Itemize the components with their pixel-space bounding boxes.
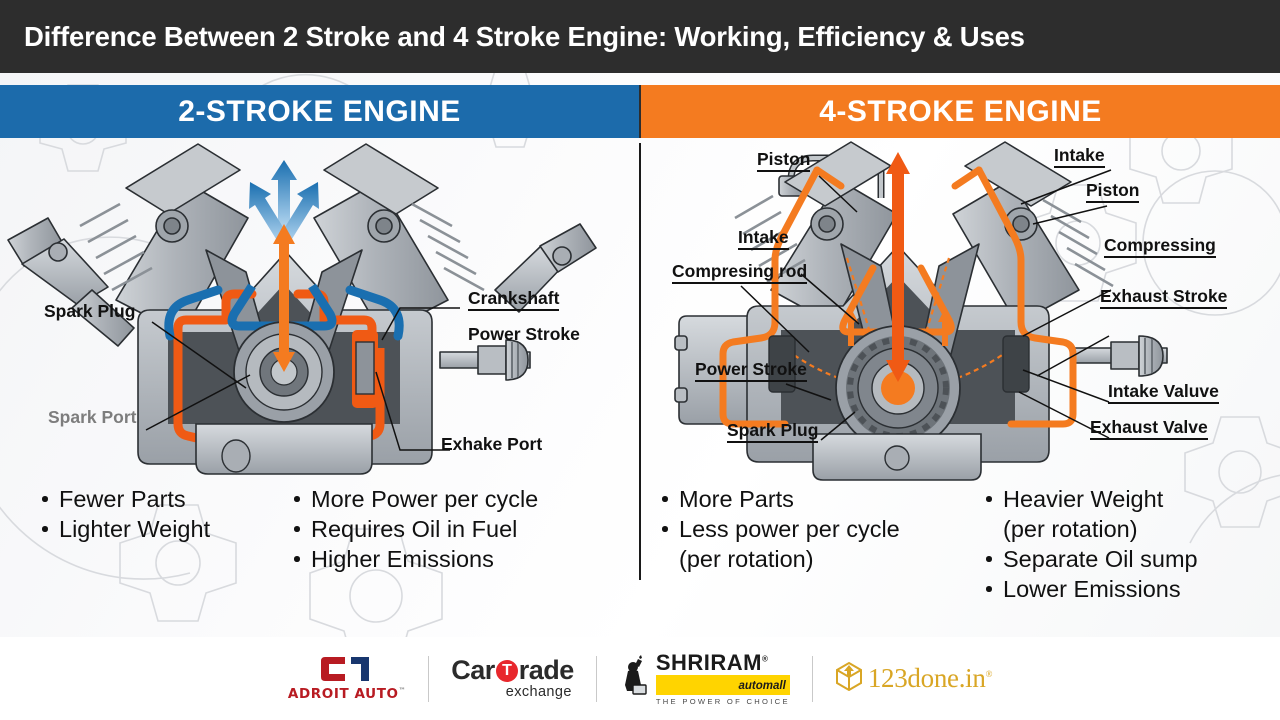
logo-shriram-automall[interactable]: SHRIRAM® automall THE POWER OF CHOICE <box>597 651 812 707</box>
right-external-piston <box>494 223 597 313</box>
bullet-dot <box>294 496 300 502</box>
bullet-text: Lighter Weight <box>59 516 211 543</box>
piston-rod-right-4s <box>1070 335 1168 377</box>
power-stroke-arrow <box>273 224 295 372</box>
logo-separator <box>595 655 597 702</box>
bullet-dot <box>42 526 48 532</box>
bullet-text: More Power per cycle <box>311 486 539 512</box>
list-item-continuation: (per rotation) <box>660 544 900 574</box>
left-section-banner: 2-STROKE ENGINE <box>0 85 639 138</box>
bullet-text: Separate Oil sump <box>1003 546 1198 573</box>
list-item: Less power per cycle <box>660 514 900 544</box>
callout-crankshaft: Crankshaft <box>468 289 560 312</box>
list-item: Separate Oil sump <box>984 544 1198 574</box>
left-cylinder-4s <box>734 141 898 325</box>
adroit-c1-icon <box>319 655 375 683</box>
bullet-dot <box>294 526 300 532</box>
bullet-dot <box>986 556 992 562</box>
list-item: Lighter Weight <box>40 514 210 544</box>
bullet-dot <box>294 556 300 562</box>
right-leader-lines <box>740 169 1112 441</box>
logo-separator <box>428 655 430 702</box>
right-bullets-col1: More Parts Less power per cycle (per rot… <box>660 484 900 574</box>
callout-intake-valuve: Intake Valuve <box>1108 382 1219 405</box>
bullet-dot <box>986 586 992 592</box>
right-cylinder <box>313 143 485 335</box>
left-bullets-col2: More Power per cycle Requires Oil in Fue… <box>292 484 538 574</box>
cartrade-wordmark: Car T rade <box>451 655 574 686</box>
callout-exhaust-stroke: Exhaust Stroke <box>1100 287 1228 310</box>
bullet-dot <box>986 496 992 502</box>
callout-spark-port: Spark Port <box>48 407 137 427</box>
banner-divider <box>639 85 641 138</box>
callout-compressing: Compressing <box>1104 236 1216 259</box>
shriram-figure-icon <box>619 655 651 702</box>
callout-exhaust-valve: Exhaust Valve <box>1090 418 1208 441</box>
list-item: More Power per cycle <box>292 484 538 514</box>
bullet-text: Requires Oil in Fuel <box>311 516 518 543</box>
right-cylinder-4s <box>952 141 1114 325</box>
callout-piston-right: Piston <box>1086 181 1140 204</box>
list-item: Heavier Weight <box>984 484 1198 514</box>
center-divider <box>639 143 641 580</box>
bullet-text: (per rotation) <box>679 546 814 573</box>
callout-intake-left: Intake <box>738 228 789 251</box>
automall-badge: automall <box>655 674 790 695</box>
bullet-dot <box>662 496 668 502</box>
list-item-continuation: (per rotation) <box>984 514 1198 544</box>
stroke-arrow-4s <box>886 152 910 382</box>
logo-123done[interactable]: 123done.in® <box>813 651 1014 707</box>
callout-intake-right: Intake <box>1054 146 1105 169</box>
bullet-text: Fewer Parts <box>59 486 186 512</box>
callout-spark-plug-right: Spark Plug <box>727 421 819 444</box>
two-stroke-diagram <box>0 140 639 485</box>
logo-separator <box>811 655 813 702</box>
page-title-bar: Difference Between 2 Stroke and 4 Stroke… <box>0 0 1280 73</box>
callout-exhake-port: Exhake Port <box>441 434 543 454</box>
intake-port-left <box>164 285 223 341</box>
cartrade-t-badge: T <box>495 659 518 682</box>
callout-piston-top-left: Piston <box>757 150 811 173</box>
cartrade-exchange-label: exchange <box>505 684 572 701</box>
bullet-dot <box>42 496 48 502</box>
adroit-wordmark: ADROIT AUTO™ <box>287 686 407 702</box>
bullet-text: Less power per cycle <box>679 516 900 543</box>
bullet-text: Lower Emissions <box>1003 576 1181 603</box>
right-banner-label: 4-STROKE ENGINE <box>819 94 1102 128</box>
callout-power-stroke-right: Power Stroke <box>695 360 807 383</box>
list-item: Requires Oil in Fuel <box>292 514 538 544</box>
page-title: Difference Between 2 Stroke and 4 Stroke… <box>24 20 1025 52</box>
left-banner-label: 2-STROKE ENGINE <box>178 94 461 128</box>
123done-box-icon <box>835 661 863 696</box>
piston-rod-right <box>439 339 531 381</box>
shriram-wordmark: SHRIRAM® <box>655 649 769 675</box>
list-item: Fewer Parts <box>40 484 210 514</box>
bullet-text: (per rotation) <box>1003 516 1138 543</box>
logo-adroit-auto[interactable]: ADROIT AUTO™ <box>266 651 428 707</box>
callout-compresing-rod: Compresing rod <box>672 262 808 285</box>
bullet-dot <box>662 526 668 532</box>
shriram-tagline: THE POWER OF CHOICE <box>655 696 790 706</box>
four-stroke-diagram <box>641 140 1280 485</box>
intake-port-right <box>345 285 404 341</box>
left-bullets-col1: Fewer Parts Lighter Weight <box>40 484 210 544</box>
list-item: Lower Emissions <box>984 574 1198 604</box>
logo-cartrade-exchange[interactable]: Car T rade exchange <box>429 651 596 707</box>
bullet-text: Higher Emissions <box>311 546 494 573</box>
left-leader-lines <box>145 307 460 451</box>
callout-power-stroke-left: Power Stroke <box>468 324 580 344</box>
bullet-text: More Parts <box>679 486 794 512</box>
footer-logo-bar: ADROIT AUTO™ Car T rade exchange <box>0 637 1280 720</box>
callout-spark-plug-left: Spark Plug <box>44 301 136 321</box>
right-section-banner: 4-STROKE ENGINE <box>641 85 1280 138</box>
list-item: More Parts <box>660 484 900 514</box>
list-item: Higher Emissions <box>292 544 538 574</box>
left-external-piston <box>7 217 135 347</box>
bullet-text: Heavier Weight <box>1003 486 1164 512</box>
123done-wordmark: 123done.in® <box>867 663 993 693</box>
right-bullets-col2: Heavier Weight (per rotation) Separate O… <box>984 484 1198 604</box>
